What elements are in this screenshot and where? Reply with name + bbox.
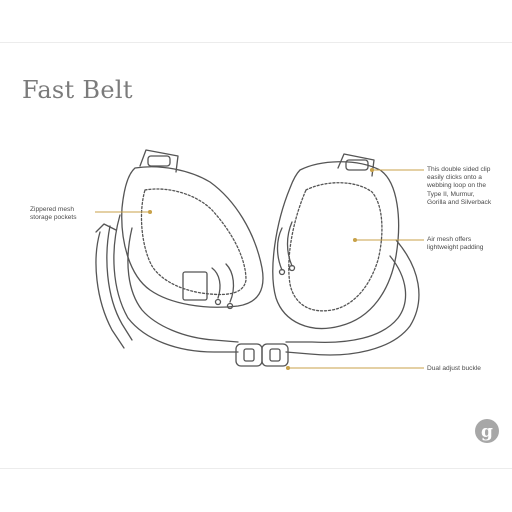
callout-double-sided-clip: This double sided clip easily clicks ont…: [427, 166, 492, 206]
callout-air-mesh: Air mesh offers lightweight padding: [427, 236, 484, 252]
left-strap-outer: [113, 214, 239, 353]
callout-zippered-pockets: Zippered mesh storage pockets: [30, 206, 77, 222]
diagram-frame: [0, 42, 512, 469]
right-zipper-cord: [276, 221, 293, 271]
right-clip-slot: [345, 159, 369, 171]
left-clip-slot: [147, 155, 171, 167]
diagram-title: Fast Belt: [22, 76, 133, 104]
left-webbing-end: [95, 223, 117, 233]
left-strap-inner: [127, 227, 239, 343]
left-pouch-outline: [121, 166, 264, 308]
left-zipper-cord: [211, 263, 235, 303]
right-strap-inner: [285, 255, 407, 344]
right-clip: [337, 153, 375, 177]
left-webbing: [95, 225, 133, 349]
left-clip: [139, 149, 179, 173]
right-strap-outer: [285, 239, 420, 356]
callout-dual-adjust-buckle: Dual adjust buckle: [427, 365, 481, 372]
right-pouch-outline: [272, 161, 400, 330]
logo-letter: g: [481, 422, 493, 442]
right-pouch-inner: [288, 182, 383, 312]
left-pouch-inner: [140, 188, 247, 296]
buckle-left-half: [235, 343, 263, 367]
buckle-right-half: [261, 343, 289, 367]
brand-logo-icon: g: [475, 419, 499, 443]
left-pocket-flap: [182, 271, 208, 301]
